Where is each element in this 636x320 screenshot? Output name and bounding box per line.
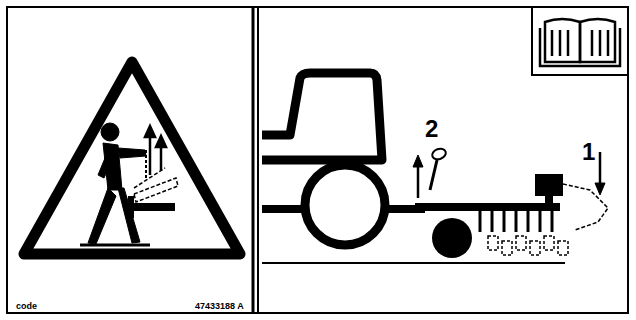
- tine: [479, 211, 482, 232]
- tractor: [262, 73, 565, 263]
- decal-code: code: [16, 302, 37, 311]
- tine: [539, 211, 542, 232]
- lowered-tine: [544, 236, 554, 250]
- lowered-tine: [558, 241, 568, 255]
- callout-number: 1: [582, 140, 595, 164]
- lowered-tine: [502, 241, 512, 255]
- tine: [551, 211, 554, 232]
- decal-border: [7, 7, 628, 313]
- tine: [503, 211, 506, 232]
- lowered-tine: [488, 236, 498, 250]
- panel-divider: [252, 7, 255, 313]
- lowered-tine: [516, 236, 526, 250]
- seed-drill: [415, 174, 608, 258]
- manual-icon-box: [532, 7, 628, 75]
- manual-book-icon: [540, 19, 620, 66]
- lifted-bar: [128, 150, 178, 218]
- warning-triangle: [24, 62, 240, 254]
- tine: [527, 211, 530, 232]
- tine: [515, 211, 518, 232]
- callout-number: 2: [425, 117, 438, 141]
- panel-divider: [257, 7, 259, 313]
- lower-arrow-1: [595, 152, 605, 195]
- lock-pin: [430, 147, 447, 190]
- lift-arrows: [145, 126, 166, 175]
- lift-arrow-2: [413, 155, 423, 198]
- decal-code: 47433188 A: [195, 302, 244, 311]
- lowered-tine: [530, 241, 540, 255]
- tine: [491, 211, 494, 232]
